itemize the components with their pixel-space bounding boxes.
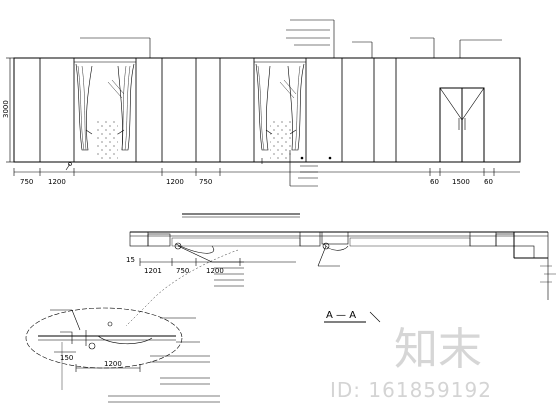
door-wall <box>395 57 521 163</box>
lattice-screen <box>39 57 75 163</box>
watermark-brand: 知末 <box>394 324 482 375</box>
detail-callout-ellipse <box>25 307 183 369</box>
dim-label: 1200 <box>48 178 66 186</box>
elevation-view: 3000 750 1200 1200 750 60 1500 60 <box>2 19 521 187</box>
elevation-title <box>182 213 300 218</box>
dim-label: 750 <box>176 267 189 275</box>
board-panel <box>135 57 163 163</box>
lattice-screen <box>341 57 375 163</box>
lattice-screen <box>219 57 255 163</box>
curtain-window-left <box>73 57 137 163</box>
curtain-window-right <box>253 57 307 163</box>
dim-label: 15 <box>126 256 135 264</box>
dim-label: 1200 <box>104 360 122 368</box>
board-panel <box>305 57 343 163</box>
dim-label: 1500 <box>452 178 470 186</box>
board-panel <box>13 57 41 163</box>
section-view: 1201 750 1200 15 <box>126 231 556 300</box>
section-mark-label: A — A <box>326 310 356 321</box>
board-panel <box>373 57 397 163</box>
section-mark: A — A <box>324 310 381 323</box>
dim-label: 60 <box>430 178 439 186</box>
wall-outline <box>13 57 521 163</box>
dim-label: 1200 <box>206 267 224 275</box>
watermark: 知末 ID: 161859192 <box>330 324 492 402</box>
bottom-callouts <box>65 150 332 187</box>
top-callouts <box>80 19 502 58</box>
dim-label: 1201 <box>144 267 162 275</box>
elevation-dimensions: 750 1200 1200 750 60 1500 60 <box>13 168 520 186</box>
dim-label: 150 <box>60 354 73 362</box>
dim-label: 1200 <box>166 178 184 186</box>
watermark-id: ID: 161859192 <box>330 378 492 402</box>
height-dimension: 3000 <box>2 57 14 163</box>
dim-label: 60 <box>484 178 493 186</box>
lattice-screen <box>161 57 197 163</box>
board-panel <box>195 57 221 163</box>
dim-label: 750 <box>20 178 33 186</box>
dim-label: 750 <box>199 178 212 186</box>
height-dim-label: 3000 <box>2 100 10 118</box>
detail-view: 150 1200 <box>25 249 239 403</box>
